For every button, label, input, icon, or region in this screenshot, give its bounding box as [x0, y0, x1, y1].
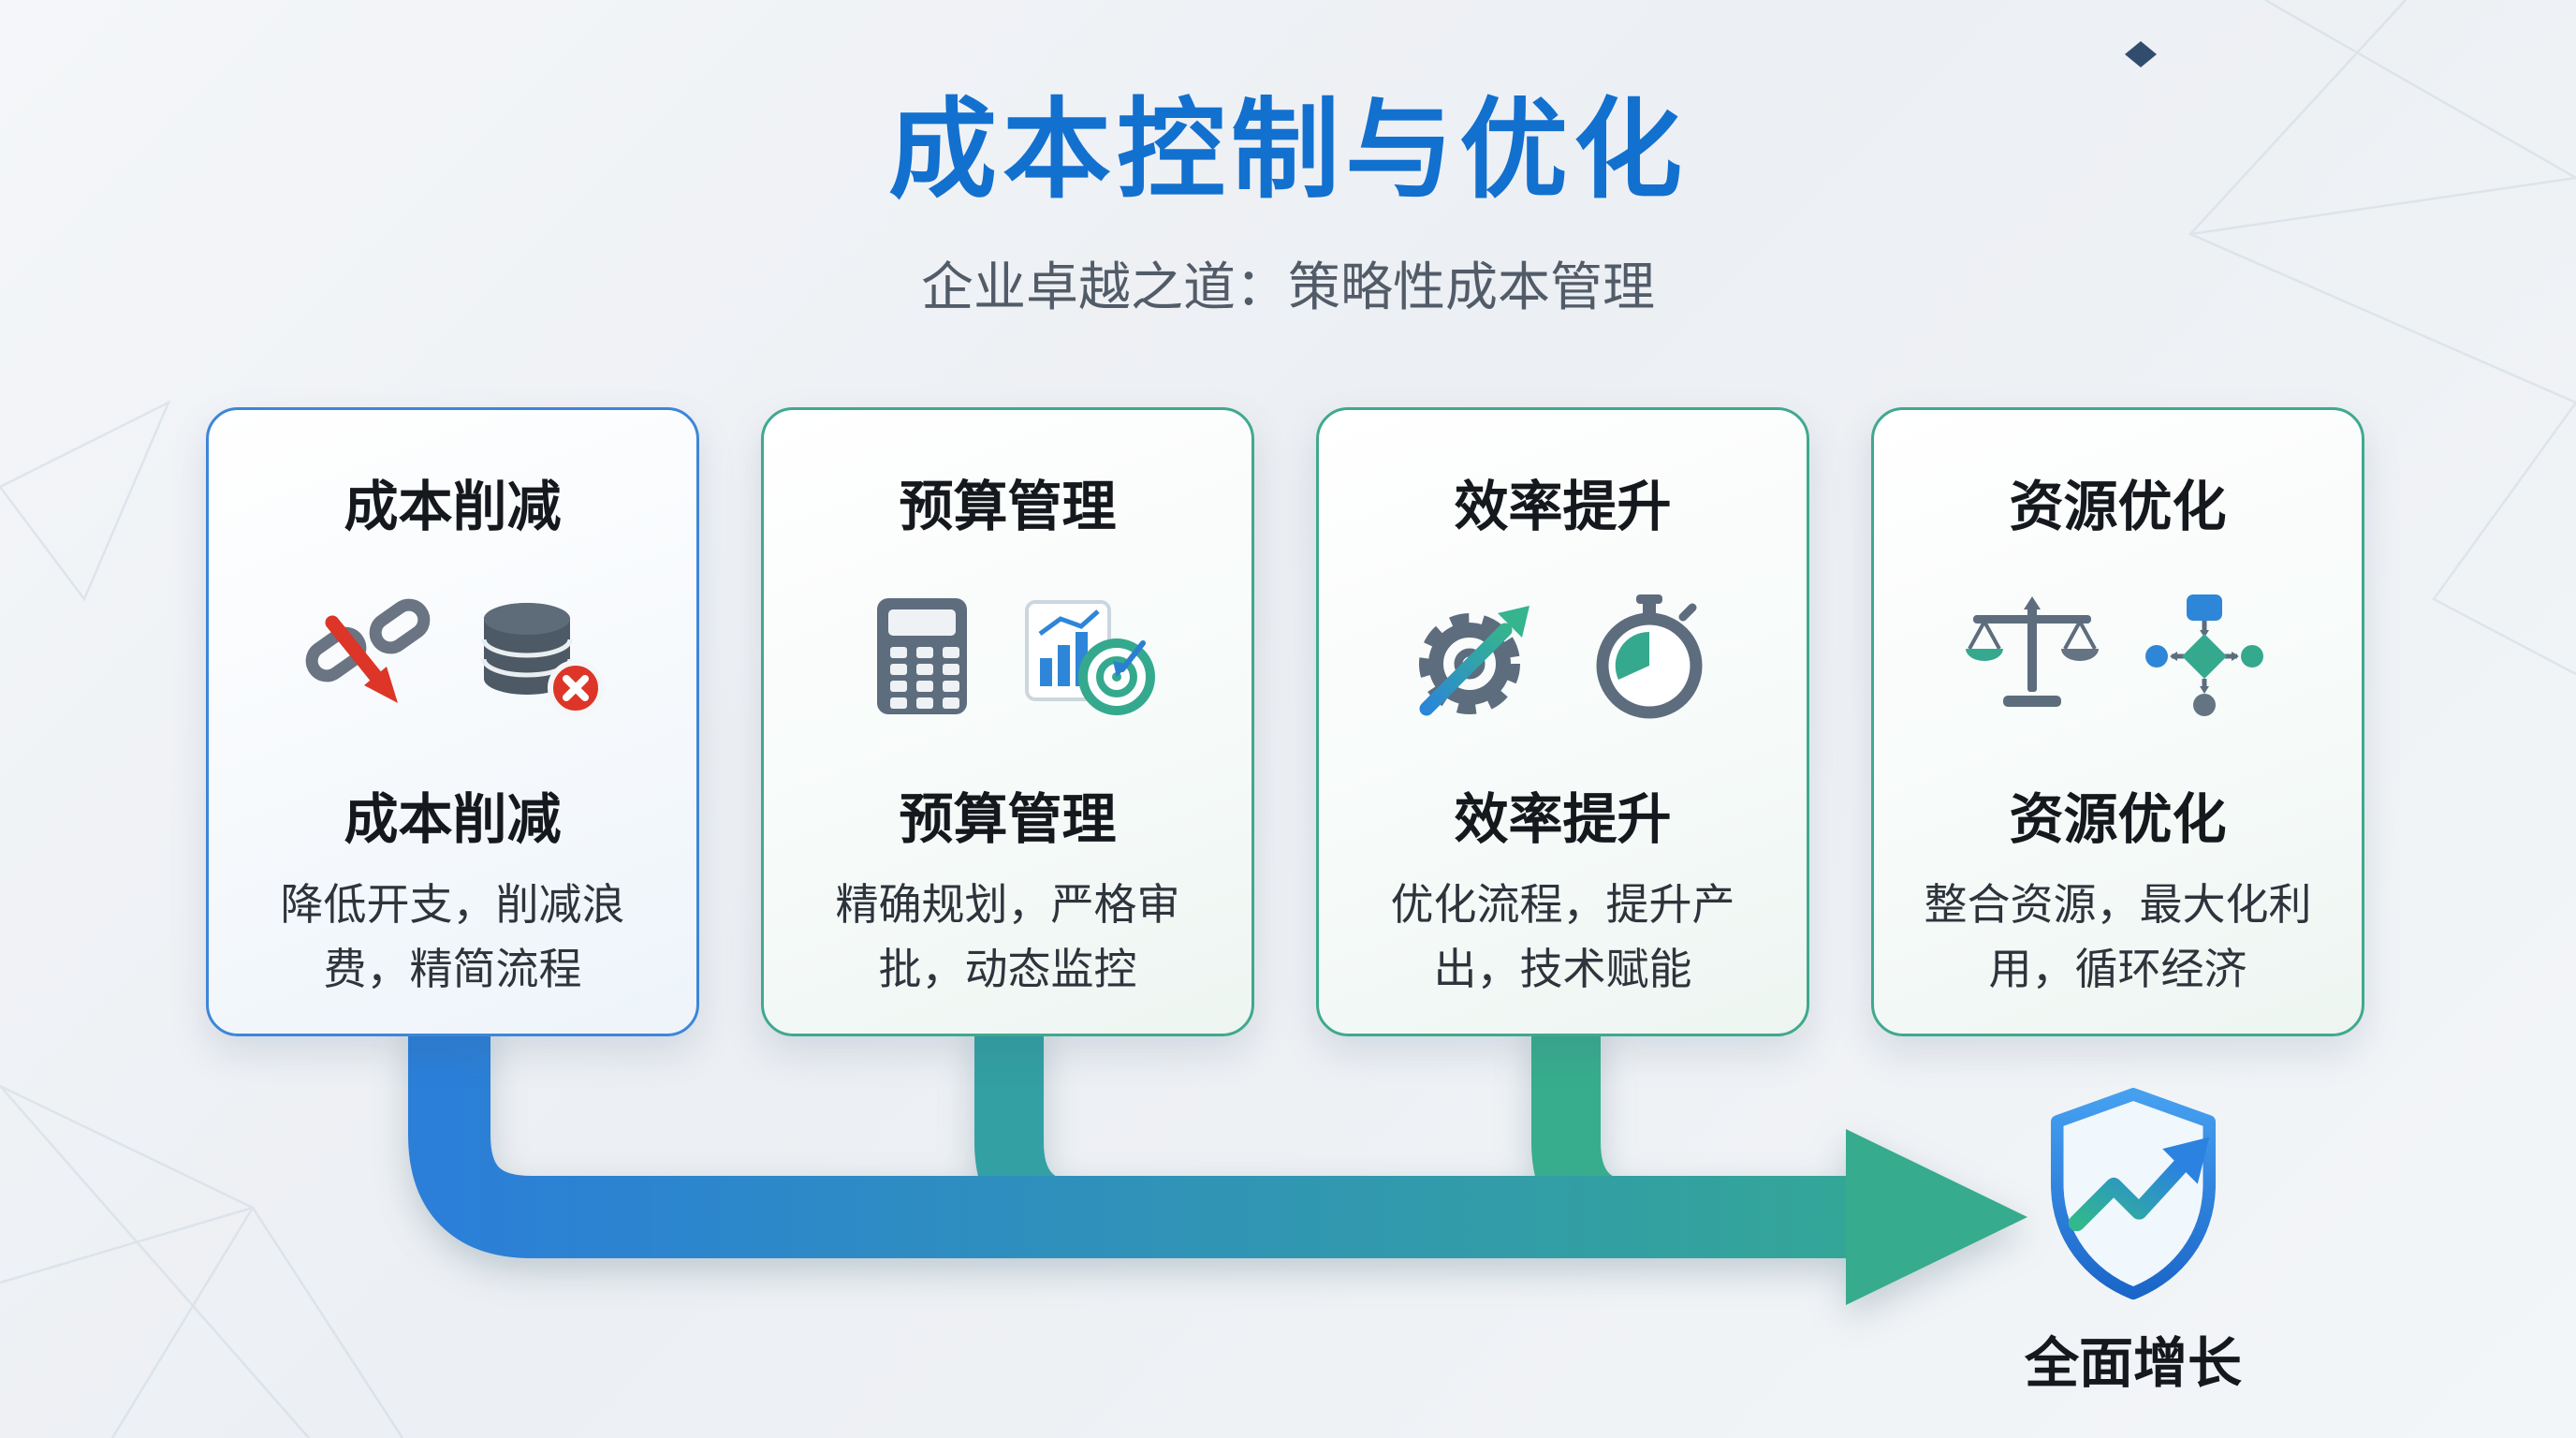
- card-budget-management: 预算管理: [761, 407, 1254, 1036]
- chart-target-icon: [1019, 591, 1160, 722]
- card-icons: [297, 586, 609, 726]
- card-heading: 预算管理: [899, 789, 1117, 850]
- card-description: 降低开支，削减浪费，精简流程: [280, 880, 625, 993]
- balance-scale-icon: [1962, 591, 2102, 722]
- card-heading: 成本削减: [344, 789, 562, 850]
- card-description: 精确规划，严格审批，动态监控: [835, 880, 1180, 993]
- page-title: 成本控制与优化: [888, 89, 1688, 211]
- card-description: 优化流程，提升产出，技术赋能: [1390, 880, 1735, 993]
- cards-row: 成本削减: [206, 407, 2364, 1036]
- card-icons: [1412, 586, 1715, 726]
- shield-growth-icon: [2016, 1075, 2250, 1309]
- broken-chain-icon: [297, 591, 437, 722]
- connector-card1-main-bar: [408, 1020, 1853, 1258]
- card-icons: [1962, 586, 2275, 726]
- result-label: 全面增长: [2024, 1333, 2242, 1394]
- stopwatch-icon: [1584, 591, 1715, 722]
- card-heading: 效率提升: [1454, 789, 1672, 850]
- card-heading: 资源优化: [2009, 789, 2227, 850]
- arrowhead: [1846, 1129, 2027, 1305]
- card-title: 预算管理: [899, 477, 1117, 537]
- page-header: 成本控制与优化 企业卓越之道：策略性成本管理: [0, 62, 2576, 321]
- card-title: 效率提升: [1454, 477, 1672, 537]
- card-title: 资源优化: [2009, 477, 2227, 537]
- card-cost-reduction: 成本削减: [206, 407, 699, 1036]
- gear-arrow-icon: [1412, 591, 1552, 722]
- page-subtitle: 企业卓越之道：策略性成本管理: [921, 257, 1655, 316]
- database-remove-icon: [469, 591, 609, 722]
- card-efficiency-improvement: 效率提升: [1316, 407, 1809, 1036]
- card-title: 成本削减: [344, 477, 562, 537]
- flowchart-icon: [2134, 591, 2275, 722]
- card-description: 整合资源，最大化利用，循环经济: [1924, 880, 2312, 993]
- card-icons: [856, 586, 1160, 726]
- card-resource-optimization: 资源优化: [1871, 407, 2364, 1036]
- calculator-icon: [856, 591, 988, 722]
- result-block: 全面增长: [1925, 1075, 2342, 1398]
